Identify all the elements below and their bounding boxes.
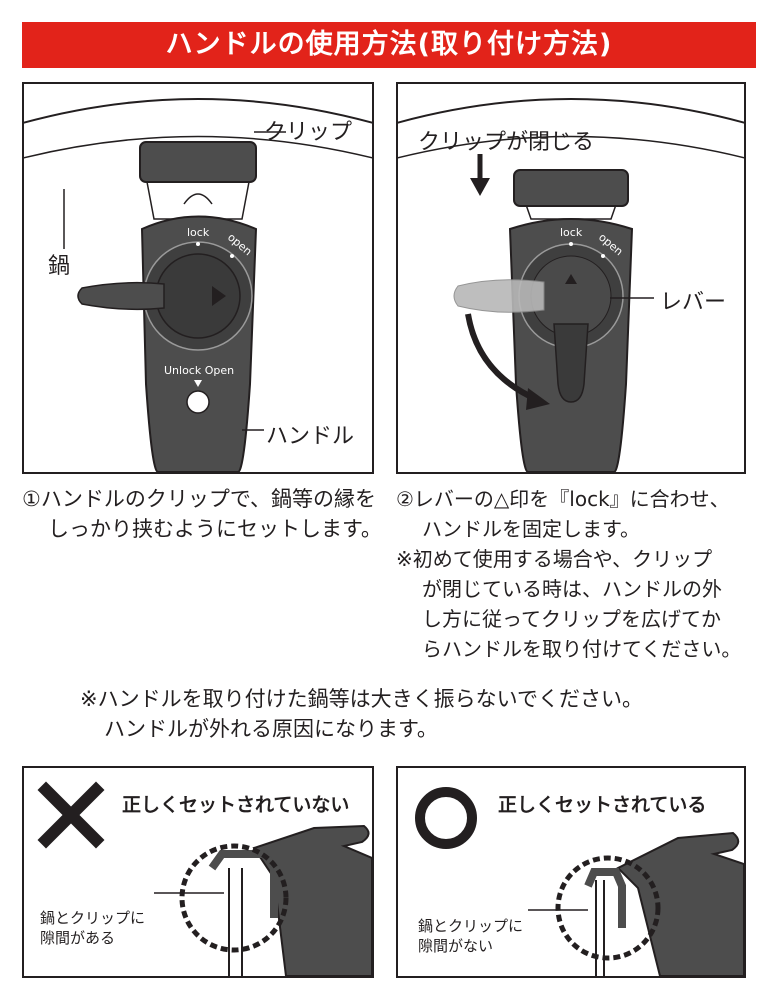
clip-label: クリップ <box>264 120 353 145</box>
illustration-panel-2: クリップが閉じる レバー lock open <box>396 82 746 474</box>
caption-2-note-2: が閉じている時は、ハンドルの外 <box>422 577 722 601</box>
pot-label: 鍋 <box>48 254 71 279</box>
gap-illustration <box>37 781 372 976</box>
handle-label: ハンドル <box>266 424 355 449</box>
handle-attach-illustration <box>24 98 372 472</box>
caption-2-note-3: し方に従ってクリップを広げてか <box>422 607 721 631</box>
bad-gap-line-2: 隙間がある <box>40 929 116 947</box>
good-gap-label: 鍋とクリップに 隙間がない <box>418 916 523 956</box>
title-banner: ハンドルの使用方法(取り付け方法) <box>22 22 756 68</box>
good-example-panel: 正しくセットされている 鍋とクリップに 隙間がない <box>396 766 746 978</box>
warning-line-1: ※ハンドルを取り付けた鍋等は大きく振らないでください。 <box>80 687 643 711</box>
caption-1-line-1: ①ハンドルのクリップで、鍋等の縁を <box>22 487 376 511</box>
bad-example-title: 正しくセットされていない <box>122 794 350 816</box>
good-example-title: 正しくセットされている <box>498 794 707 816</box>
bad-example-panel: 正しくセットされていない 鍋とクリップに 隙間がある <box>22 766 374 978</box>
warning-line-2: ハンドルが外れる原因になります。 <box>104 717 438 741</box>
lever-lock-illustration <box>398 98 744 472</box>
caption-1-line-2: しっかり挟むようにセットします。 <box>48 517 382 541</box>
good-gap-line-2: 隙間がない <box>418 937 494 955</box>
cross-icon <box>37 781 105 849</box>
clip-closes-label: クリップが閉じる <box>418 130 595 155</box>
caption-2-note-1: ※初めて使用する場合や、クリップ <box>396 547 713 571</box>
caption-2-line-1: ②レバーの△印を『lock』に合わせ、 <box>396 487 730 511</box>
caption-step-2: ②レバーの△印を『lock』に合わせ、 ハンドルを固定します。 ※初めて使用する… <box>396 484 741 664</box>
bad-gap-label: 鍋とクリップに 隙間がある <box>40 908 145 948</box>
circle-ok-icon <box>415 787 477 849</box>
caption-step-1: ①ハンドルのクリップで、鍋等の縁を しっかり挟むようにセットします。 <box>22 484 382 544</box>
unlock-open-mark: Unlock Open <box>164 364 235 377</box>
illustration-panel-1: クリップ 鍋 ハンドル lock open Unlock Open <box>22 82 374 474</box>
lock-mark: lock <box>560 226 583 239</box>
good-gap-line-1: 鍋とクリップに <box>418 917 524 935</box>
no-gap-illustration <box>415 787 744 976</box>
caption-2-note-4: らハンドルを取り付けてください。 <box>422 637 742 661</box>
lever-label: レバー <box>660 290 727 315</box>
lock-mark: lock <box>187 226 210 239</box>
bad-gap-line-1: 鍋とクリップに <box>40 909 146 927</box>
caption-2-line-2: ハンドルを固定します。 <box>422 517 640 541</box>
